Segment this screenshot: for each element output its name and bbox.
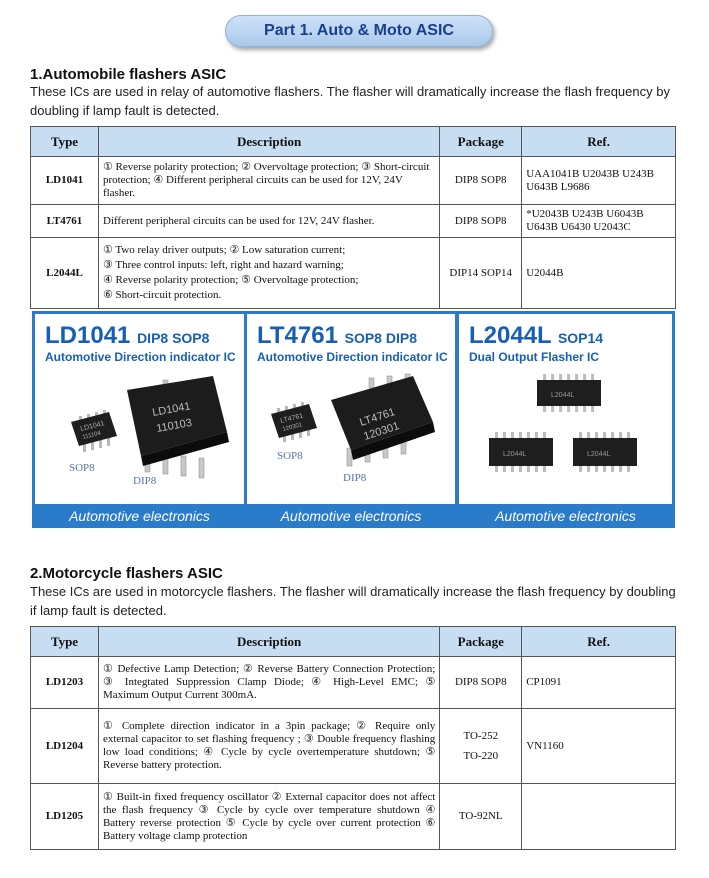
product-caption: Automotive electronics xyxy=(495,508,636,524)
dip8-label: DIP8 xyxy=(343,472,367,484)
section1-description: These ICs are used in relay of automotiv… xyxy=(30,84,670,118)
type-cell: LT4761 xyxy=(30,204,99,238)
description-cell: ① Built-in fixed frequency oscillator ② … xyxy=(97,783,441,850)
header-package: Package xyxy=(439,626,523,657)
product-panel-l2044l: L2044L SOP14 Dual Output Flasher IC L204… xyxy=(459,314,672,504)
product-panel-ld1041: LD1041 DIP8 SOP8 Automotive Direction in… xyxy=(35,314,244,504)
table-row: LT4761 Different peripheral circuits can… xyxy=(30,204,676,238)
ref-cell xyxy=(521,783,676,850)
motorcycle-flasher-table: Type Description Package Ref. LD1203 ① D… xyxy=(30,626,676,850)
type-cell: LD1204 xyxy=(30,708,99,784)
lt4761-chips-illustration: LT4761 120301 LT4761 120301 xyxy=(271,373,435,467)
product-subtitle: Automotive Direction indicator IC xyxy=(257,350,448,364)
product-caption: Automotive electronics xyxy=(69,508,210,524)
ref-cell: UAA1041B U2043B U243B U643B L9686 xyxy=(521,156,676,205)
description-cell: ① Defective Lamp Detection; ② Reverse Ba… xyxy=(97,656,441,709)
section1-title: 1.Automobile flashers ASIC xyxy=(30,66,227,83)
svg-text:111104: 111104 xyxy=(82,430,102,441)
product-caption: Automotive electronics xyxy=(280,508,422,524)
ref-cell: U2044B xyxy=(521,237,676,309)
description-line: ⑥ Short-circuit protection. xyxy=(102,289,222,301)
product-image-strip: LD1041 DIP8 SOP8 Automotive Direction in… xyxy=(32,311,675,528)
table-row: LD1041 ① Reverse polarity protection; ② … xyxy=(30,156,676,205)
product-packages: SOP14 xyxy=(557,330,604,346)
dip8-label: DIP8 xyxy=(133,475,157,487)
product-subtitle: Dual Output Flasher IC xyxy=(469,350,600,364)
description-line: ① Two relay driver outputs; ② Low satura… xyxy=(102,244,346,256)
package-line: TO-220 xyxy=(463,750,499,762)
automobile-flasher-table: Type Description Package Ref. LD1041 ① R… xyxy=(30,126,676,309)
type-cell: L2044L xyxy=(30,237,99,309)
type-cell: LD1041 xyxy=(30,156,99,205)
section2-description: These ICs are used in motorcycle flasher… xyxy=(30,584,676,618)
description-cell: Different peripheral circuits can be use… xyxy=(97,204,441,238)
package-cell: TO-252 TO-220 xyxy=(439,708,523,784)
header-ref: Ref. xyxy=(521,626,676,657)
package-cell: DIP8 SOP8 xyxy=(439,156,523,205)
header-description: Description xyxy=(97,626,441,657)
type-cell: LD1203 xyxy=(30,656,99,709)
type-cell: LD1205 xyxy=(30,783,99,850)
product-panel-lt4761: LT4761 SOP8 DIP8 Automotive Direction in… xyxy=(247,314,455,504)
ld1041-chips-illustration: LD1041 110103 LD1041 111104 xyxy=(71,376,229,479)
table-header-row: Type Description Package Ref. xyxy=(30,626,676,657)
description-cell: ① Complete direction indicator in a 3pin… xyxy=(97,708,441,784)
svg-text:120301: 120301 xyxy=(282,422,304,433)
description-cell: ① Reverse polarity protection; ② Overvol… xyxy=(97,156,441,205)
table-row: LD1203 ① Defective Lamp Detection; ② Rev… xyxy=(30,656,676,709)
product-packages: SOP8 DIP8 xyxy=(344,330,417,346)
header-package: Package xyxy=(439,126,523,157)
package-cell: DIP8 SOP8 xyxy=(439,204,523,238)
package-cell: DIP8 SOP8 xyxy=(439,656,523,709)
product-packages: DIP8 SOP8 xyxy=(137,330,210,346)
ref-cell: VN1160 xyxy=(521,708,676,784)
sop8-label: SOP8 xyxy=(277,450,303,462)
sop8-label: SOP8 xyxy=(69,462,95,474)
table-header-row: Type Description Package Ref. xyxy=(30,126,676,157)
description-line: ③ Three control inputs: left, right and … xyxy=(102,259,344,271)
svg-text:L2044L: L2044L xyxy=(503,451,526,458)
description-cell: ① Two relay driver outputs; ② Low satura… xyxy=(97,237,441,309)
description-line: ④ Reverse polarity protection; ⑤ Overvol… xyxy=(102,274,359,286)
table-row: LD1204 ① Complete direction indicator in… xyxy=(30,708,676,784)
package-line: TO-252 xyxy=(463,730,499,742)
header-type: Type xyxy=(30,626,99,657)
table-row: L2044L ① Two relay driver outputs; ② Low… xyxy=(30,237,676,309)
section2-title: 2.Motorcycle flashers ASIC xyxy=(30,565,223,582)
svg-text:L2044L: L2044L xyxy=(587,451,610,458)
part-banner: Part 1. Auto & Moto ASIC xyxy=(225,15,493,47)
product-name: LT4761 SOP8 DIP8 xyxy=(257,322,417,349)
ref-cell: CP1091 xyxy=(521,656,676,709)
header-type: Type xyxy=(30,126,99,157)
header-description: Description xyxy=(97,126,441,157)
header-ref: Ref. xyxy=(521,126,676,157)
l2044l-chips-illustration: L2044L L2044L L2044L xyxy=(489,374,637,472)
package-cell: DIP14 SOP14 xyxy=(439,237,523,309)
product-subtitle: Automotive Direction indicator IC xyxy=(45,350,236,364)
ref-cell: *U2043B U243B U6043B U643B U6430 U2043C xyxy=(521,204,676,238)
package-cell: TO-92NL xyxy=(439,783,523,850)
svg-text:L2044L: L2044L xyxy=(551,392,574,399)
product-name: L2044L SOP14 xyxy=(469,322,604,349)
product-name: LD1041 DIP8 SOP8 xyxy=(45,322,210,349)
table-row: LD1205 ① Built-in fixed frequency oscill… xyxy=(30,783,676,850)
